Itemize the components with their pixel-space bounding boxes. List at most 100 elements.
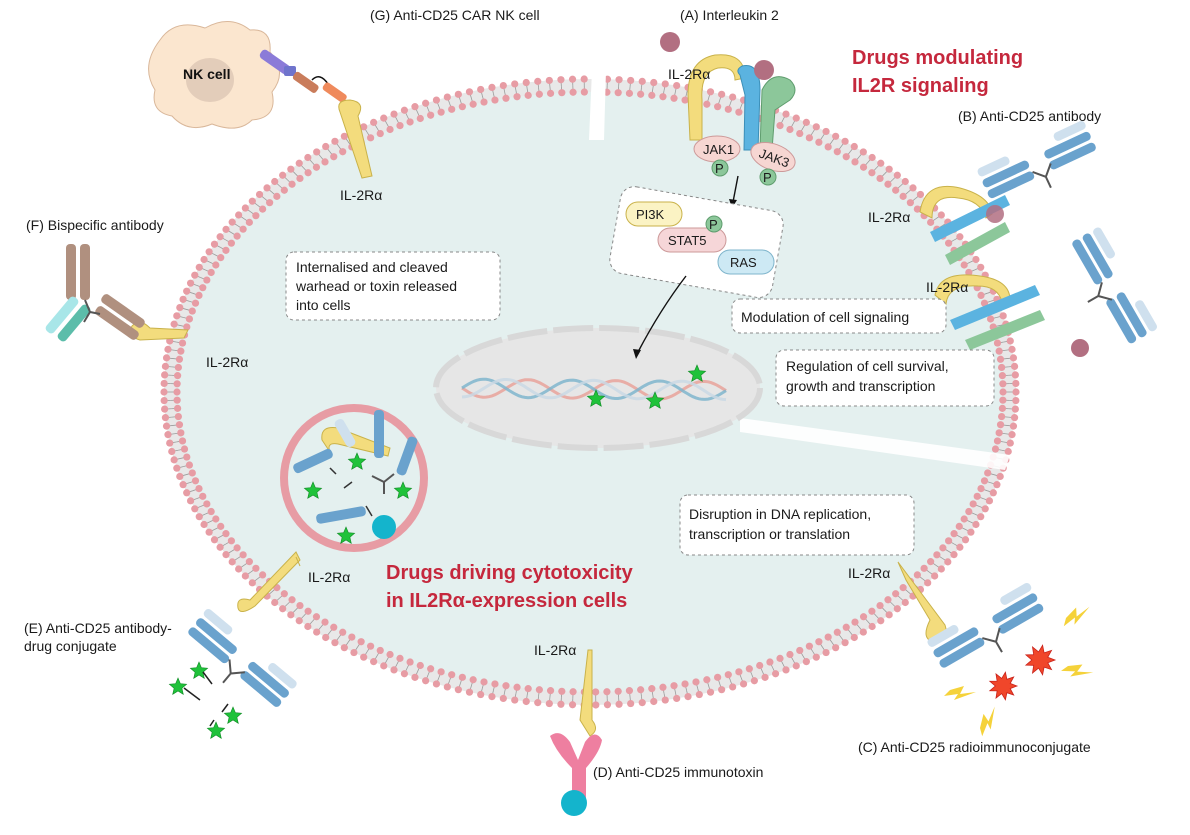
lipid-head [851, 143, 858, 150]
lipid-head [961, 261, 968, 268]
lipid-head [793, 662, 800, 669]
text-box-disruption: Disruption in DNA replication, transcrip… [680, 495, 914, 555]
receptor-label-e: IL-2Rα [308, 569, 350, 585]
lipid-head [547, 687, 554, 694]
lipid-head [179, 481, 186, 488]
lipid-head [242, 204, 249, 211]
lipid-head [914, 571, 921, 578]
lipid-head [171, 456, 178, 463]
lipid-head [360, 654, 367, 661]
lipid-head [756, 662, 763, 669]
lipid-head [1000, 312, 1007, 319]
lipid-head [626, 90, 633, 97]
lipid-head [659, 93, 666, 100]
lipid-head [279, 605, 286, 612]
lipid-head [776, 122, 783, 129]
lipid-head [534, 78, 541, 85]
lightning-shape [1059, 602, 1094, 630]
lipid-head [305, 169, 312, 176]
lipid-head [162, 414, 169, 421]
lipid-head [536, 91, 543, 98]
lipid-head [796, 130, 803, 137]
lipid-head [637, 91, 644, 98]
lipid-head [168, 448, 175, 455]
lipid-head [179, 339, 186, 346]
lipid-head [181, 445, 188, 452]
lipid-head [281, 590, 288, 597]
lipid-head [782, 110, 789, 117]
lipid-head [714, 674, 721, 681]
lipid-head [938, 565, 945, 572]
lipid-head [793, 115, 800, 122]
lipid-head [860, 148, 867, 155]
lipid-head [884, 596, 891, 603]
lipid-head [832, 133, 839, 140]
lipid-head [427, 112, 434, 119]
lipid-head [500, 695, 507, 702]
lipid-head [406, 118, 413, 125]
text-box-internalised: Internalised and cleaved warhead or toxi… [286, 252, 500, 320]
lipid-head [174, 397, 181, 404]
lipid-head [187, 497, 194, 504]
lipid-head [455, 91, 462, 98]
lipid-head [615, 76, 622, 83]
lipid-head [195, 485, 202, 492]
receptor-label-f: IL-2Rα [206, 354, 248, 370]
lipid-head [321, 158, 328, 165]
lipid-head [313, 628, 320, 635]
ras-label: RAS [730, 255, 757, 270]
lipid-head [729, 683, 736, 690]
lipid-head [813, 654, 820, 661]
adc-star [224, 707, 241, 723]
lipid-head [639, 699, 646, 706]
lipid-head [977, 485, 984, 492]
lipid-head [851, 619, 858, 626]
lipid-head [177, 429, 184, 436]
lipid-head [211, 241, 218, 248]
lipid-head [348, 633, 355, 640]
lipid-head [438, 109, 445, 116]
lipid-head [546, 77, 553, 84]
lipid-head [569, 76, 576, 83]
lipid-head [945, 240, 952, 247]
lipid-head [1012, 380, 1019, 387]
lipid-head [892, 590, 899, 597]
lipid-head [1012, 397, 1019, 404]
lipid-head [961, 515, 968, 522]
lipid-head [557, 701, 564, 708]
lipid-head [459, 103, 466, 110]
lipid-head [927, 558, 934, 565]
lipid-head [217, 544, 224, 551]
hinge [215, 659, 244, 689]
lipid-head [161, 405, 168, 412]
lipid-head [341, 644, 348, 651]
lipid-head [972, 256, 979, 263]
lipid-head [427, 665, 434, 672]
nk-cell-label: NK cell [183, 66, 230, 82]
lipid-head [217, 523, 224, 530]
lipid-head [650, 79, 657, 86]
lipid-head [401, 670, 408, 677]
lipid-head [208, 269, 215, 276]
lipid-head [523, 698, 530, 705]
lipid-head [718, 91, 725, 98]
lipid-head [557, 76, 564, 83]
lipid-head [488, 693, 495, 700]
lipid-head [411, 103, 418, 110]
lipid-head [491, 680, 498, 687]
lipid-head [513, 684, 520, 691]
lipid-head [406, 658, 413, 665]
lipid-head [175, 413, 182, 420]
lipid-head [175, 364, 182, 371]
lightning-bolt [1060, 661, 1094, 680]
lipid-head [998, 364, 1005, 371]
lipid-head [987, 315, 994, 322]
lipid-head [1010, 354, 1017, 361]
disruption-line-1: Disruption in DNA replication, [689, 506, 871, 522]
lipid-head [900, 193, 907, 200]
adc-star [169, 678, 186, 694]
lipid-head [189, 307, 196, 314]
lipid-head [860, 613, 867, 620]
lipid-head [884, 181, 891, 188]
lipid-head [401, 107, 408, 114]
